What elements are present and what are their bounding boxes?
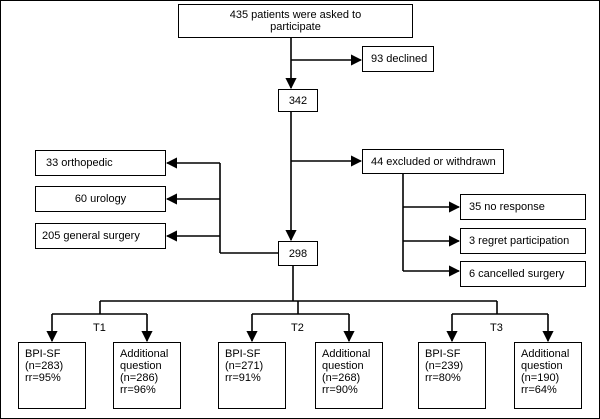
invited-box: 435 patients were asked to participate	[178, 4, 413, 38]
count-298-box: 298	[278, 241, 318, 266]
timepoint-label-t3: T3	[490, 322, 503, 334]
regret-participation-box: 3 regret participation	[460, 228, 586, 254]
timepoint-label-t1: T1	[93, 322, 106, 334]
t3-additional-question-box: Additional question (n=190) rr=64%	[514, 342, 582, 409]
t1-bpi-sf-box: BPI-SF (n=283) rr=95%	[18, 342, 86, 409]
t2-additional-question-box: Additional question (n=268) rr=90%	[315, 342, 383, 409]
count-342-box: 342	[278, 89, 318, 112]
t1-additional-question-box: Additional question (n=286) rr=96%	[113, 342, 181, 409]
orthopedic-box: 33 orthopedic	[35, 150, 166, 176]
urology-box: 60 urology	[35, 186, 166, 212]
cancelled-surgery-box: 6 cancelled surgery	[460, 261, 586, 287]
excluded-box: 44 excluded or withdrawn	[362, 149, 504, 174]
timepoint-label-t2: T2	[291, 322, 304, 334]
general-surgery-box: 205 general surgery	[35, 223, 166, 249]
no-response-box: 35 no response	[460, 194, 586, 220]
t3-bpi-sf-box: BPI-SF (n=239) rr=80%	[418, 342, 486, 409]
t2-bpi-sf-box: BPI-SF (n=271) rr=91%	[218, 342, 286, 409]
declined-box: 93 declined	[362, 46, 434, 72]
